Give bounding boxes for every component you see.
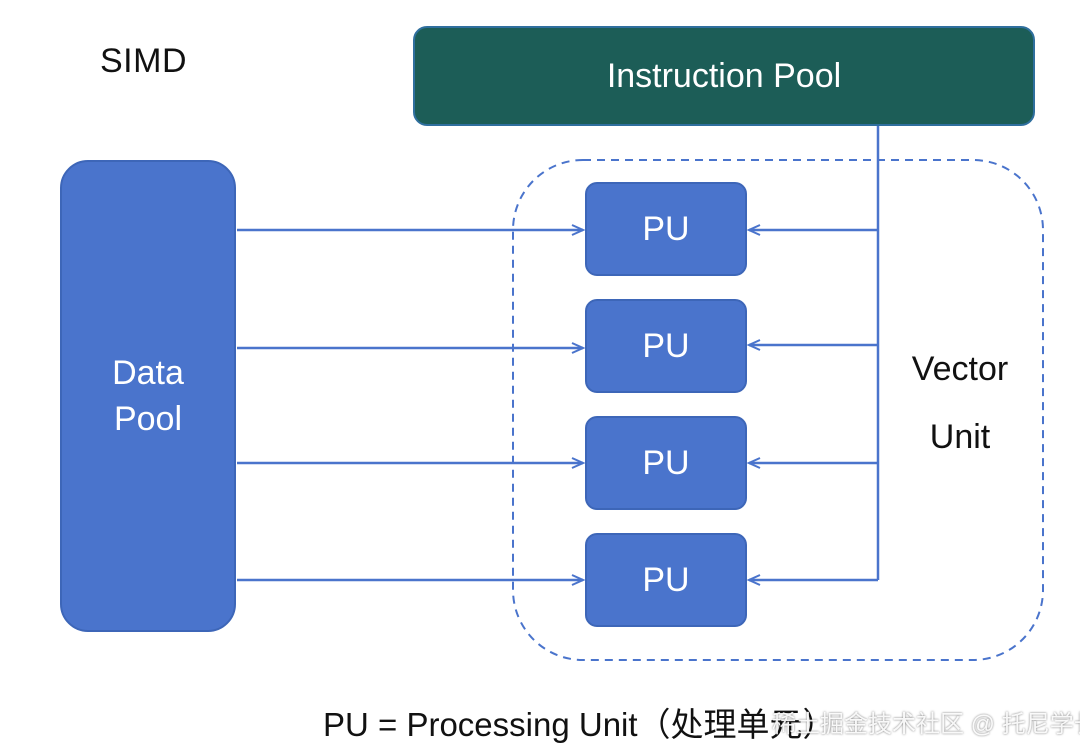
processing-unit-label: PU [642,326,690,365]
processing-unit-label: PU [642,209,690,248]
data-pool-box: Data Pool [60,160,236,632]
vector-unit-label-line1: Vector [911,350,1009,388]
processing-unit-label: PU [642,560,690,599]
processing-unit-2: PU [585,299,747,393]
instruction-pool-label: Instruction Pool [606,56,842,95]
data-pool-label-line1: Data [112,354,184,392]
processing-unit-label: PU [642,443,690,482]
diagram-title: SIMD [100,42,187,80]
vector-unit-boundary [512,159,1044,661]
processing-unit-3: PU [585,416,747,510]
processing-unit-4: PU [585,533,747,627]
vector-unit-label-line2: Unit [929,418,991,456]
watermark: 稀土掘金技术社区 @ 托尼学长 [772,711,1080,738]
processing-unit-1: PU [585,182,747,276]
data-pool-label-line2: Pool [113,400,183,438]
footnote: PU = Processing Unit（处理单元） [323,706,836,743]
instruction-pool-box: Instruction Pool [413,26,1035,126]
